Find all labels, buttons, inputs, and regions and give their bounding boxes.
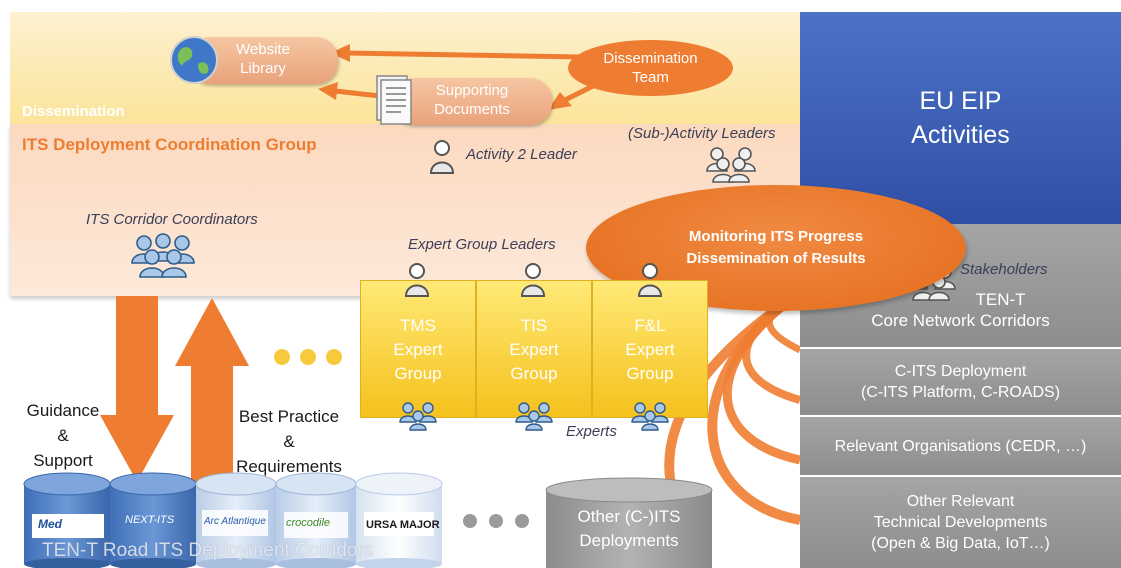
- group-icon-coordinators: [131, 233, 195, 278]
- best-practice-label: Best Practice & Requirements: [222, 404, 356, 479]
- group-icon-experts: [631, 402, 669, 431]
- person-icon: [404, 263, 430, 297]
- best-practice-line3: Requirements: [236, 457, 342, 476]
- coordination-title: ITS Deployment Coordination Group: [22, 135, 317, 154]
- dissemination-label: Dissemination: [22, 103, 125, 120]
- other-deployments-label: Other (C-)ITS Deployments: [546, 505, 712, 553]
- fl-line1: F&L: [634, 316, 666, 335]
- logo-next-its: NEXT-ITS: [125, 514, 175, 526]
- ellipsis-dots-gold: [274, 349, 342, 365]
- dissemination-team-line2: Team: [632, 69, 669, 86]
- person-icon: [429, 140, 455, 174]
- tis-line1: TIS: [520, 316, 548, 335]
- monitoring-line1: Monitoring ITS Progress: [688, 228, 864, 245]
- eu-eip-line2: Activities: [911, 121, 1010, 149]
- expert-group-tis: TIS Expert Group: [476, 280, 592, 418]
- group-icon-leaders: [706, 147, 756, 183]
- tis-line2: Expert: [509, 340, 559, 359]
- website-library-line1: Website: [236, 41, 290, 58]
- other-tech-line2: Technical Developments: [873, 514, 1048, 531]
- stakeholder-relevant-orgs: Relevant Organisations (CEDR, …): [800, 417, 1121, 477]
- corridor-coordinators-label: ITS Corridor Coordinators: [86, 211, 258, 228]
- other-deployments-line1: Other (C-)ITS: [577, 507, 681, 526]
- person-icon: [637, 263, 663, 297]
- fl-line2: Expert: [625, 340, 675, 359]
- eu-eip-line1: EU EIP: [919, 87, 1002, 115]
- corridors-label: TEN-T Road ITS Deployment Corridors: [42, 540, 374, 561]
- logo-med: Med: [38, 517, 62, 531]
- stakeholders-label: Stakeholders: [960, 261, 1048, 278]
- expert-group-tms: TMS Expert Group: [360, 280, 476, 418]
- logo-ursa-major: URSA MAJOR: [366, 519, 440, 531]
- sub-activity-leaders-label: (Sub-)Activity Leaders: [628, 125, 776, 142]
- logo-arc-atlantique: Arc Atlantique: [204, 516, 266, 527]
- ten-t-line2: Core Network Corridors: [871, 310, 1050, 330]
- supporting-documents: Supporting Documents: [392, 78, 552, 125]
- person-icon: [520, 263, 546, 297]
- other-deployments-line2: Deployments: [579, 531, 679, 550]
- stakeholder-other-tech: Other Relevant Technical Developments (O…: [800, 477, 1121, 568]
- tms-line1: TMS: [400, 316, 436, 335]
- dissemination-team: Dissemination Team: [568, 40, 733, 96]
- ten-t-line1: TEN-T: [975, 289, 1026, 309]
- guidance-line3: Support: [33, 451, 93, 470]
- other-tech-line1: Other Relevant: [906, 493, 1015, 510]
- guidance-arrows: [100, 296, 249, 485]
- down-arrow: [100, 296, 174, 482]
- guidance-label: Guidance & Support: [18, 398, 108, 473]
- fl-line3: Group: [626, 364, 674, 383]
- tms-line3: Group: [394, 364, 442, 383]
- expert-group-fl: F&L Expert Group: [592, 280, 708, 418]
- relevant-orgs-line1: Relevant Organisations (CEDR, …): [834, 437, 1087, 455]
- eu-eip-box: EU EIP Activities: [800, 12, 1121, 224]
- monitoring-line2: Dissemination of Results: [686, 250, 866, 267]
- c-its-line1: C-ITS Deployment: [894, 363, 1027, 380]
- tis-line3: Group: [510, 364, 558, 383]
- corridor-cylinders: [23, 472, 443, 568]
- up-arrow-big: [175, 298, 249, 485]
- group-icon-experts: [515, 402, 553, 431]
- cylinder-next-its: [109, 472, 197, 568]
- best-practice-line2: &: [283, 432, 295, 451]
- ellipsis-dots-gray: [463, 514, 529, 528]
- other-deployments-cylinder: [545, 477, 713, 568]
- experts-label: Experts: [566, 423, 617, 440]
- other-tech-line3: (Open & Big Data, IoT…): [871, 535, 1050, 552]
- tms-line2: Expert: [393, 340, 443, 359]
- group-icon-experts: [399, 402, 437, 431]
- guidance-line2: &: [57, 426, 69, 445]
- website-library-line2: Library: [240, 60, 286, 77]
- activity2-leader-label: Activity 2 Leader: [466, 146, 577, 163]
- best-practice-line1: Best Practice: [238, 407, 340, 426]
- logo-crocodile: crocodile: [286, 517, 331, 529]
- document-icon: [376, 75, 412, 125]
- supporting-documents-line1: Supporting: [435, 82, 509, 99]
- c-its-line2: (C-ITS Platform, C-ROADS): [860, 384, 1061, 401]
- stakeholder-c-its: C-ITS Deployment (C-ITS Platform, C-ROAD…: [800, 349, 1121, 417]
- globe-icon: [170, 36, 218, 84]
- expert-group-leaders-label: Expert Group Leaders: [408, 236, 556, 253]
- supporting-documents-line2: Documents: [434, 101, 510, 118]
- guidance-line1: Guidance: [26, 401, 100, 420]
- dissemination-team-line1: Dissemination: [603, 50, 698, 67]
